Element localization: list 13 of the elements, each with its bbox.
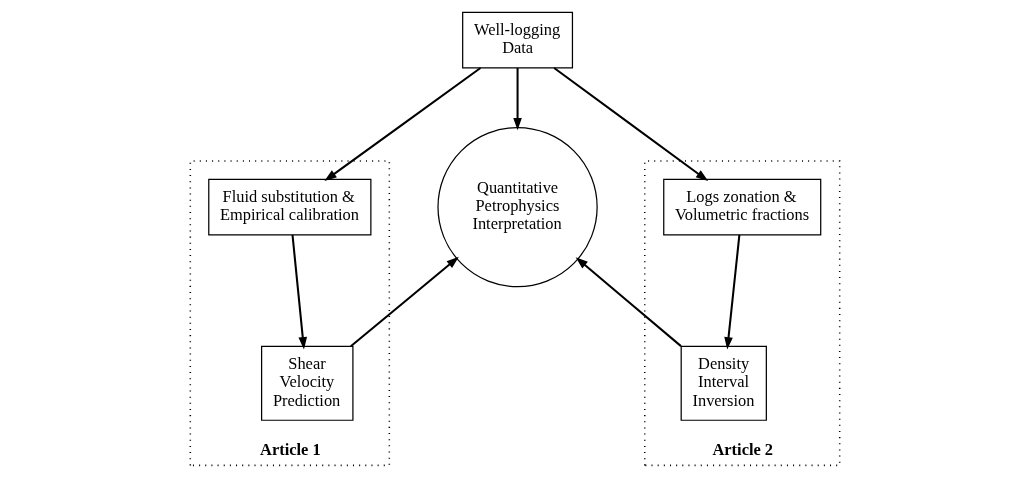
node-box: Density Interval Inversion: [680, 345, 767, 421]
arrow: [575, 257, 682, 347]
arrow: [513, 68, 522, 131]
arrow: [553, 67, 709, 182]
arrow: [324, 67, 482, 182]
node-box: Well-logging Data: [462, 11, 574, 69]
node-box: Shear Velocity Prediction: [261, 345, 354, 421]
arrow: [291, 234, 308, 350]
node-circle: Quantitative Petrophysics Interpretation: [437, 126, 598, 288]
node-box: Logs zonation & Volumetric fractions: [663, 178, 822, 236]
node-box: Fluid substitution & Empirical calibration: [208, 178, 372, 236]
arrow: [350, 256, 459, 347]
arrow: [724, 234, 741, 350]
